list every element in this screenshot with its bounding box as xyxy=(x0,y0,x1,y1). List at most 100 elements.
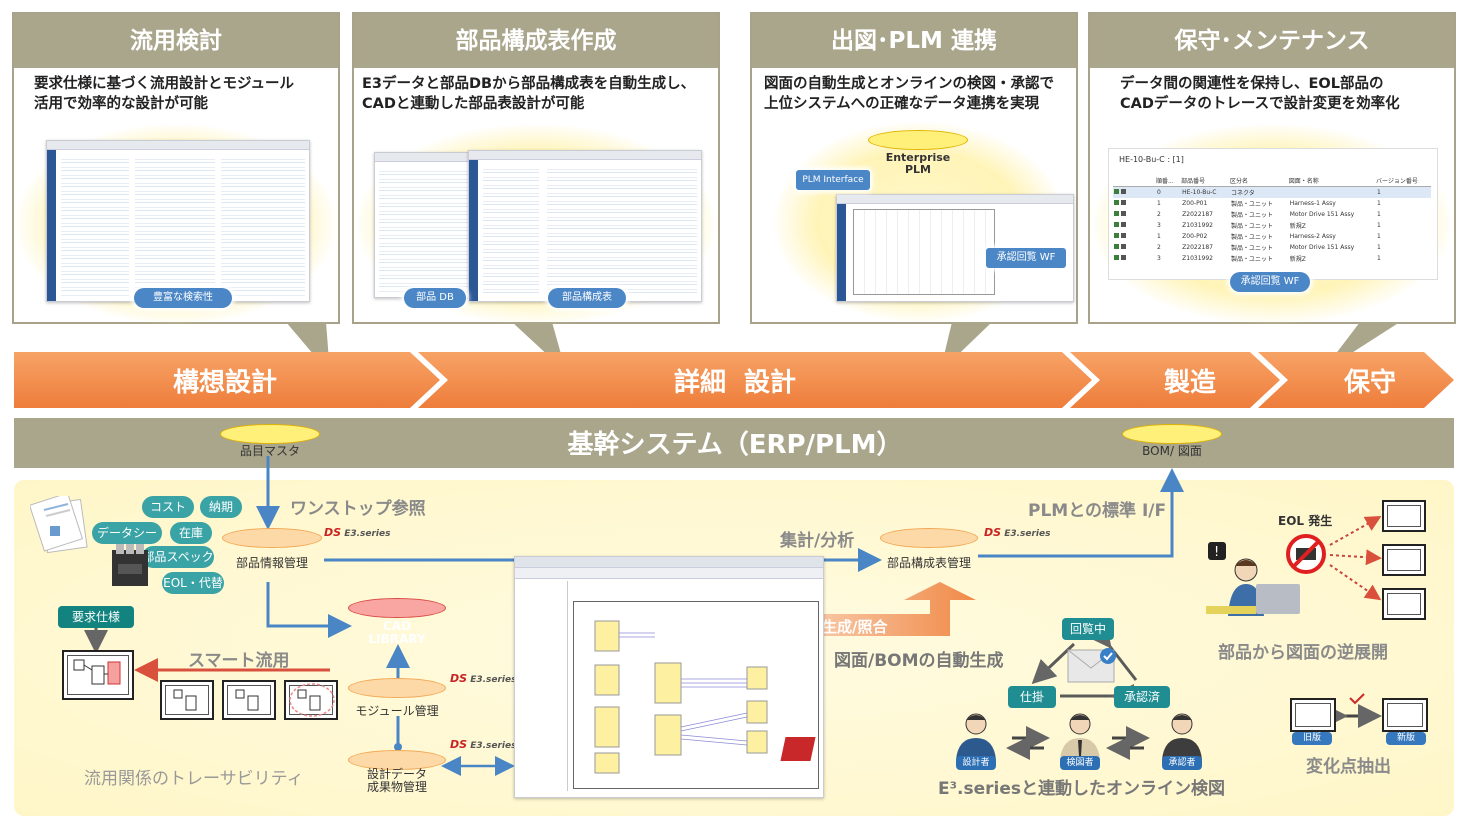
relay-component-icon xyxy=(112,544,148,586)
table-cell: 製品・ユニット xyxy=(1231,212,1274,219)
row-tree-icon xyxy=(1113,187,1155,199)
label-change: 変化点抽出 xyxy=(1306,757,1391,777)
panel-title: 流用検討 xyxy=(14,14,338,68)
old-version-label: 旧版 xyxy=(1292,732,1332,745)
phase-manufacturing: 製造 xyxy=(1163,368,1216,398)
table-cell: 製品・ユニット xyxy=(1231,245,1274,252)
e3-cad-screenshot xyxy=(514,556,824,798)
tag-deadline: 納期 xyxy=(200,496,242,518)
designer-person-icon xyxy=(956,713,996,760)
table-cell: Z1031992 xyxy=(1182,255,1213,262)
table-cell: 1 xyxy=(1157,233,1161,240)
label-plm-if: PLMとの標準 I/F xyxy=(1028,501,1167,521)
table-cell: 0 xyxy=(1157,189,1161,196)
bom-drawing-db: BOM/ 図面 xyxy=(1122,424,1222,464)
tag-approval-wf: 承認回覧 WF xyxy=(986,248,1066,268)
new-version-drawing xyxy=(1382,698,1428,732)
panel-title: 保守･メンテナンス xyxy=(1090,14,1454,68)
status-in-review: 回覧中 xyxy=(1062,618,1114,640)
row-tree-icon xyxy=(1113,242,1155,253)
phase-concept: 構想設計 xyxy=(172,368,277,398)
table-cell: コネクタ xyxy=(1231,190,1255,197)
eol-drawing-3 xyxy=(1382,588,1426,620)
document-icon xyxy=(30,496,88,554)
row-tree-icon xyxy=(1113,209,1155,220)
relation-table: HE-10-Bu-C : [1] 順番... 部品番号 区分名 図面・名称 バー… xyxy=(1108,148,1438,280)
reuse-drawing-3 xyxy=(284,680,338,720)
status-working: 仕掛 xyxy=(1008,686,1056,708)
req-drawing-schematic xyxy=(73,659,121,685)
old-version-drawing xyxy=(1290,698,1336,732)
ds-badge: DS E3.series xyxy=(984,526,1051,539)
phase-maintenance: 保守 xyxy=(1343,368,1396,398)
table-cell: 1 xyxy=(1376,244,1381,251)
table-cell: Motor Drive 151 Assy xyxy=(1289,244,1355,251)
table-cell: 3 xyxy=(1157,255,1161,262)
table-cell: 2 xyxy=(1157,211,1161,218)
phase-detail: 詳細 設計 xyxy=(673,368,797,398)
table-cell: 製品・ユニット xyxy=(1231,234,1274,241)
tag-search: 豊富な検索性 xyxy=(134,288,232,308)
enterprise-plm-db: Enterprise PLM xyxy=(868,130,968,190)
status-approved: 承認済 xyxy=(1114,686,1170,708)
table-cell: 1 xyxy=(1376,255,1381,262)
tag-stock: 在庫 xyxy=(170,522,212,544)
table-cell: Harness-1 Assy xyxy=(1289,200,1336,207)
panel-reuse: 流用検討 要求仕様に基づく流用設計とモジュール 活用で効率的な設計が可能 豊富な… xyxy=(12,12,340,324)
core-system-title: 基幹システム（ERP/PLM） xyxy=(567,430,903,460)
req-spec-label: 要求仕様 xyxy=(58,606,134,628)
person-laptop-icon: ! xyxy=(1206,542,1300,616)
design-data-db: 設計データ 成果物管理 xyxy=(348,750,446,800)
phase-arrows xyxy=(14,352,1454,408)
approver-person-icon xyxy=(1162,713,1202,760)
table-cell: 2 xyxy=(1157,244,1161,251)
search-screenshot xyxy=(46,140,310,302)
reuse-drawing-1 xyxy=(160,680,214,720)
eol-prohibited-icon xyxy=(1286,534,1326,574)
ds-badge: DS E3.series xyxy=(450,738,517,751)
panel-bom-create: 部品構成表作成 E3データと部品DBから部品構成表を自動生成し、 CADと連動し… xyxy=(352,12,720,324)
label-online-review: E³.seriesと連動したオンライン検図 xyxy=(938,779,1226,799)
reuse-drawing-schematics xyxy=(173,683,335,717)
table-cell: 新規Z xyxy=(1289,256,1306,263)
table-cell: Motor Drive 151 Assy xyxy=(1289,211,1355,218)
table-cell: 製品・ユニット xyxy=(1231,201,1274,208)
parts-info-db: 部品情報管理 xyxy=(222,528,322,582)
row-tree-icon xyxy=(1113,220,1155,231)
drawing-screenshot xyxy=(836,194,1074,302)
role-checker: 検図者 xyxy=(1060,756,1100,770)
tag-parts-db: 部品 DB xyxy=(404,288,466,308)
label-aggregate: 集計/分析 xyxy=(780,531,855,551)
panel-title: 出図･PLM 連携 xyxy=(752,14,1076,68)
bom-screenshot xyxy=(468,150,702,302)
table-cell: 製品・ユニット xyxy=(1231,223,1274,230)
panel-desc: 要求仕様に基づく流用設計とモジュール 活用で効率的な設計が可能 xyxy=(34,76,294,112)
tag-spec: 部品スペック xyxy=(142,546,214,568)
table-cell: 1 xyxy=(1376,233,1381,240)
e3-logo-icon xyxy=(780,737,816,761)
row-tree-icon xyxy=(1113,231,1155,242)
table-cell: Z1031992 xyxy=(1182,222,1213,229)
table-cell: 1 xyxy=(1376,200,1381,207)
svg-text:!: ! xyxy=(1214,545,1219,560)
bom-management-db: 部品構成表管理 xyxy=(880,528,978,582)
red-check-icon xyxy=(1349,693,1365,705)
tag-eol: EOL・代替 xyxy=(162,572,224,594)
label-reverse: 部品から図面の逆展開 xyxy=(1218,643,1388,663)
reuse-drawing-2 xyxy=(222,680,276,720)
req-drawing-icon xyxy=(62,650,134,700)
table-cell: HE-10-Bu-C xyxy=(1182,189,1217,196)
role-designer: 設計者 xyxy=(956,756,996,770)
panel-desc: E3データと部品DBから部品構成表を自動生成し、 CADと連動した部品表設計が可… xyxy=(362,76,696,112)
item-master-db: 品目マスタ xyxy=(220,424,320,464)
row-tree-icon xyxy=(1113,253,1155,264)
label-one-stop: ワンストップ参照 xyxy=(290,499,426,519)
checker-person-icon xyxy=(1060,713,1100,760)
